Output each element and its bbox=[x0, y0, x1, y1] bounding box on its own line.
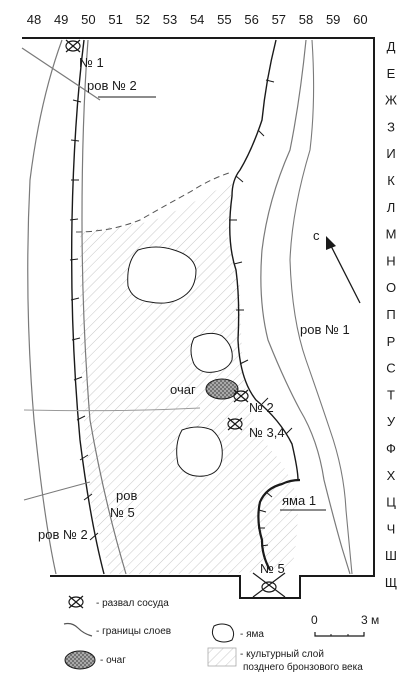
legend-vessel-icon bbox=[68, 595, 84, 609]
layer-dashed-boundary bbox=[75, 171, 233, 233]
pit-large bbox=[127, 246, 197, 304]
legend-layer-bounds-icon bbox=[63, 622, 93, 637]
ditch-2-upper-line bbox=[21, 47, 101, 101]
legend-culture-text-2: позднего бронзового века bbox=[243, 661, 363, 673]
vessel-symbol-2 bbox=[233, 389, 249, 403]
grid-row-label: Р bbox=[387, 334, 396, 349]
legend-hearth-icon bbox=[64, 650, 96, 670]
grid-row-label: К bbox=[387, 173, 395, 188]
ditch-1-slope-ticks bbox=[229, 79, 293, 435]
find-2-label: № 2 bbox=[249, 400, 274, 415]
grid-row-label: З bbox=[387, 119, 395, 134]
grid-row-label: Е bbox=[387, 66, 396, 81]
scale-end-label: 3 м bbox=[361, 613, 379, 627]
excavation-boundary bbox=[22, 37, 375, 599]
find-1-label: № 1 bbox=[79, 55, 104, 70]
grid-column-label: 60 bbox=[353, 12, 367, 27]
grid-row-label: Н bbox=[386, 253, 395, 268]
ditch-1-outer-edge bbox=[260, 39, 351, 575]
legend: - развал сосуда - границы слоев - яма - … bbox=[63, 595, 363, 673]
vessel-symbol-1 bbox=[65, 39, 81, 53]
vessel-symbol-34 bbox=[227, 417, 243, 431]
grid-column-label: 54 bbox=[190, 12, 204, 27]
hearth-label: очаг bbox=[170, 382, 196, 397]
grid-row-label: Х bbox=[387, 468, 396, 483]
grid-column-label: 56 bbox=[244, 12, 258, 27]
grid-row-label: И bbox=[386, 146, 395, 161]
pit-lower bbox=[176, 426, 223, 477]
scale-bar: 0 3 м bbox=[311, 613, 379, 637]
grid-row-label: Ч bbox=[387, 521, 396, 536]
vessel-symbol-5 bbox=[252, 572, 286, 598]
grid-column-label: 51 bbox=[108, 12, 122, 27]
grid-column-label: 49 bbox=[54, 12, 68, 27]
legend-layer-bounds-text: - границы слоев bbox=[96, 626, 171, 637]
grid-column-label: 59 bbox=[326, 12, 340, 27]
ditch-1-inner-edge bbox=[229, 39, 299, 481]
hearth-patch bbox=[205, 378, 239, 400]
scale-zero-label: 0 bbox=[311, 613, 318, 627]
grid-column-label: 58 bbox=[299, 12, 313, 27]
ditch-2-top-label: ров № 2 bbox=[87, 78, 137, 93]
layer-boundary-line bbox=[23, 407, 201, 412]
grid-column-label: 50 bbox=[81, 12, 95, 27]
grid-row-label: Д bbox=[387, 39, 396, 54]
grid-row-label: Ш bbox=[385, 548, 397, 563]
legend-hearth-text: - очаг bbox=[100, 655, 126, 666]
grid-column-label: 55 bbox=[217, 12, 231, 27]
pit-middle bbox=[190, 332, 233, 373]
ditch-2-inner-edge bbox=[70, 39, 105, 575]
grid-row-label: Ф bbox=[386, 441, 396, 456]
north-arrow bbox=[326, 236, 361, 304]
north-arrow-label: с bbox=[313, 228, 320, 243]
grid-row-label: Л bbox=[387, 200, 396, 215]
ditch-2-outer-edge bbox=[27, 39, 63, 575]
grid-row-label: Ж bbox=[385, 93, 397, 108]
ditch-1-far-edge bbox=[289, 39, 353, 575]
grid-row-label: П bbox=[386, 307, 395, 322]
find-34-label: № 3,4 bbox=[249, 425, 285, 440]
find-5-label: № 5 bbox=[260, 561, 285, 576]
ditch-5-edge bbox=[81, 39, 127, 575]
grid-column-labels: 48 49 50 51 52 53 54 55 56 57 58 59 60 bbox=[27, 12, 368, 27]
pit-1-label: яма 1 bbox=[282, 493, 316, 508]
grid-row-label: О bbox=[386, 280, 396, 295]
ditch-5-lower-line bbox=[23, 481, 91, 501]
legend-vessel-text: - развал сосуда bbox=[96, 598, 169, 609]
grid-column-label: 53 bbox=[163, 12, 177, 27]
ditch-2-bottom-label: ров № 2 bbox=[38, 527, 88, 542]
grid-row-label: Т bbox=[387, 387, 395, 402]
grid-row-label: М bbox=[386, 227, 397, 242]
grid-row-label: Ц bbox=[386, 495, 396, 510]
legend-pit-text: - яма bbox=[240, 629, 264, 640]
grid-column-label: 52 bbox=[136, 12, 150, 27]
grid-column-label: 48 bbox=[27, 12, 41, 27]
pit-1-slope-ticks bbox=[258, 491, 273, 547]
grid-column-label: 57 bbox=[272, 12, 286, 27]
legend-culture-text-1: - культурный слой bbox=[240, 649, 324, 660]
grid-row-label: У bbox=[387, 414, 396, 429]
grid-row-label: Щ bbox=[385, 575, 397, 590]
grid-row-label: С bbox=[386, 361, 395, 376]
ditch-2-slope-ticks bbox=[69, 99, 99, 541]
pit-1-outline bbox=[257, 478, 301, 571]
ditch-5-label-line2: № 5 bbox=[110, 505, 135, 520]
legend-pit-icon bbox=[211, 623, 235, 643]
ditch-5-label-line1: ров bbox=[116, 488, 137, 503]
legend-culture-icon bbox=[207, 647, 237, 667]
ditch-1-label: ров № 1 bbox=[300, 322, 350, 337]
